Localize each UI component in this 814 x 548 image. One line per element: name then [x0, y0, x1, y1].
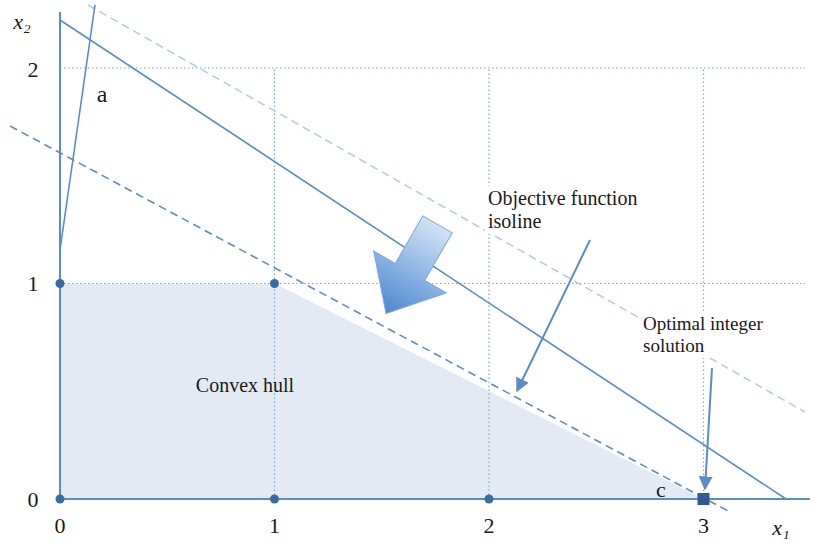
convex-hull-region [60, 284, 704, 500]
grid-lines [60, 68, 805, 499]
leader-arrow [705, 368, 712, 489]
objective-isoline [10, 126, 730, 512]
y-axis [59, 12, 61, 499]
direction-arrow [350, 203, 474, 334]
constraint-line-a [60, 5, 95, 250]
leader-arrow [517, 240, 590, 391]
optimal-point [698, 493, 710, 505]
axis-label: x₂ [13, 9, 30, 34]
tick-label: 3 [698, 513, 709, 538]
region-label: Convex hull [196, 374, 294, 397]
callout-text: Optimal integer solution [640, 312, 806, 358]
line-label: a [97, 81, 108, 109]
integer-points [56, 279, 494, 504]
line-label: c [656, 477, 666, 502]
callout-text: Objective function isoline [485, 186, 686, 234]
tick-label: 0 [28, 487, 39, 512]
tick-label: 1 [28, 271, 39, 296]
constraint-line [60, 20, 786, 499]
tick-label: 2 [484, 513, 495, 538]
tick-label: 0 [55, 513, 66, 538]
tick-label: 2 [28, 57, 39, 82]
isoline-light [88, 5, 805, 412]
axis-label: x₁ [772, 515, 789, 540]
tick-label: 1 [269, 513, 280, 538]
